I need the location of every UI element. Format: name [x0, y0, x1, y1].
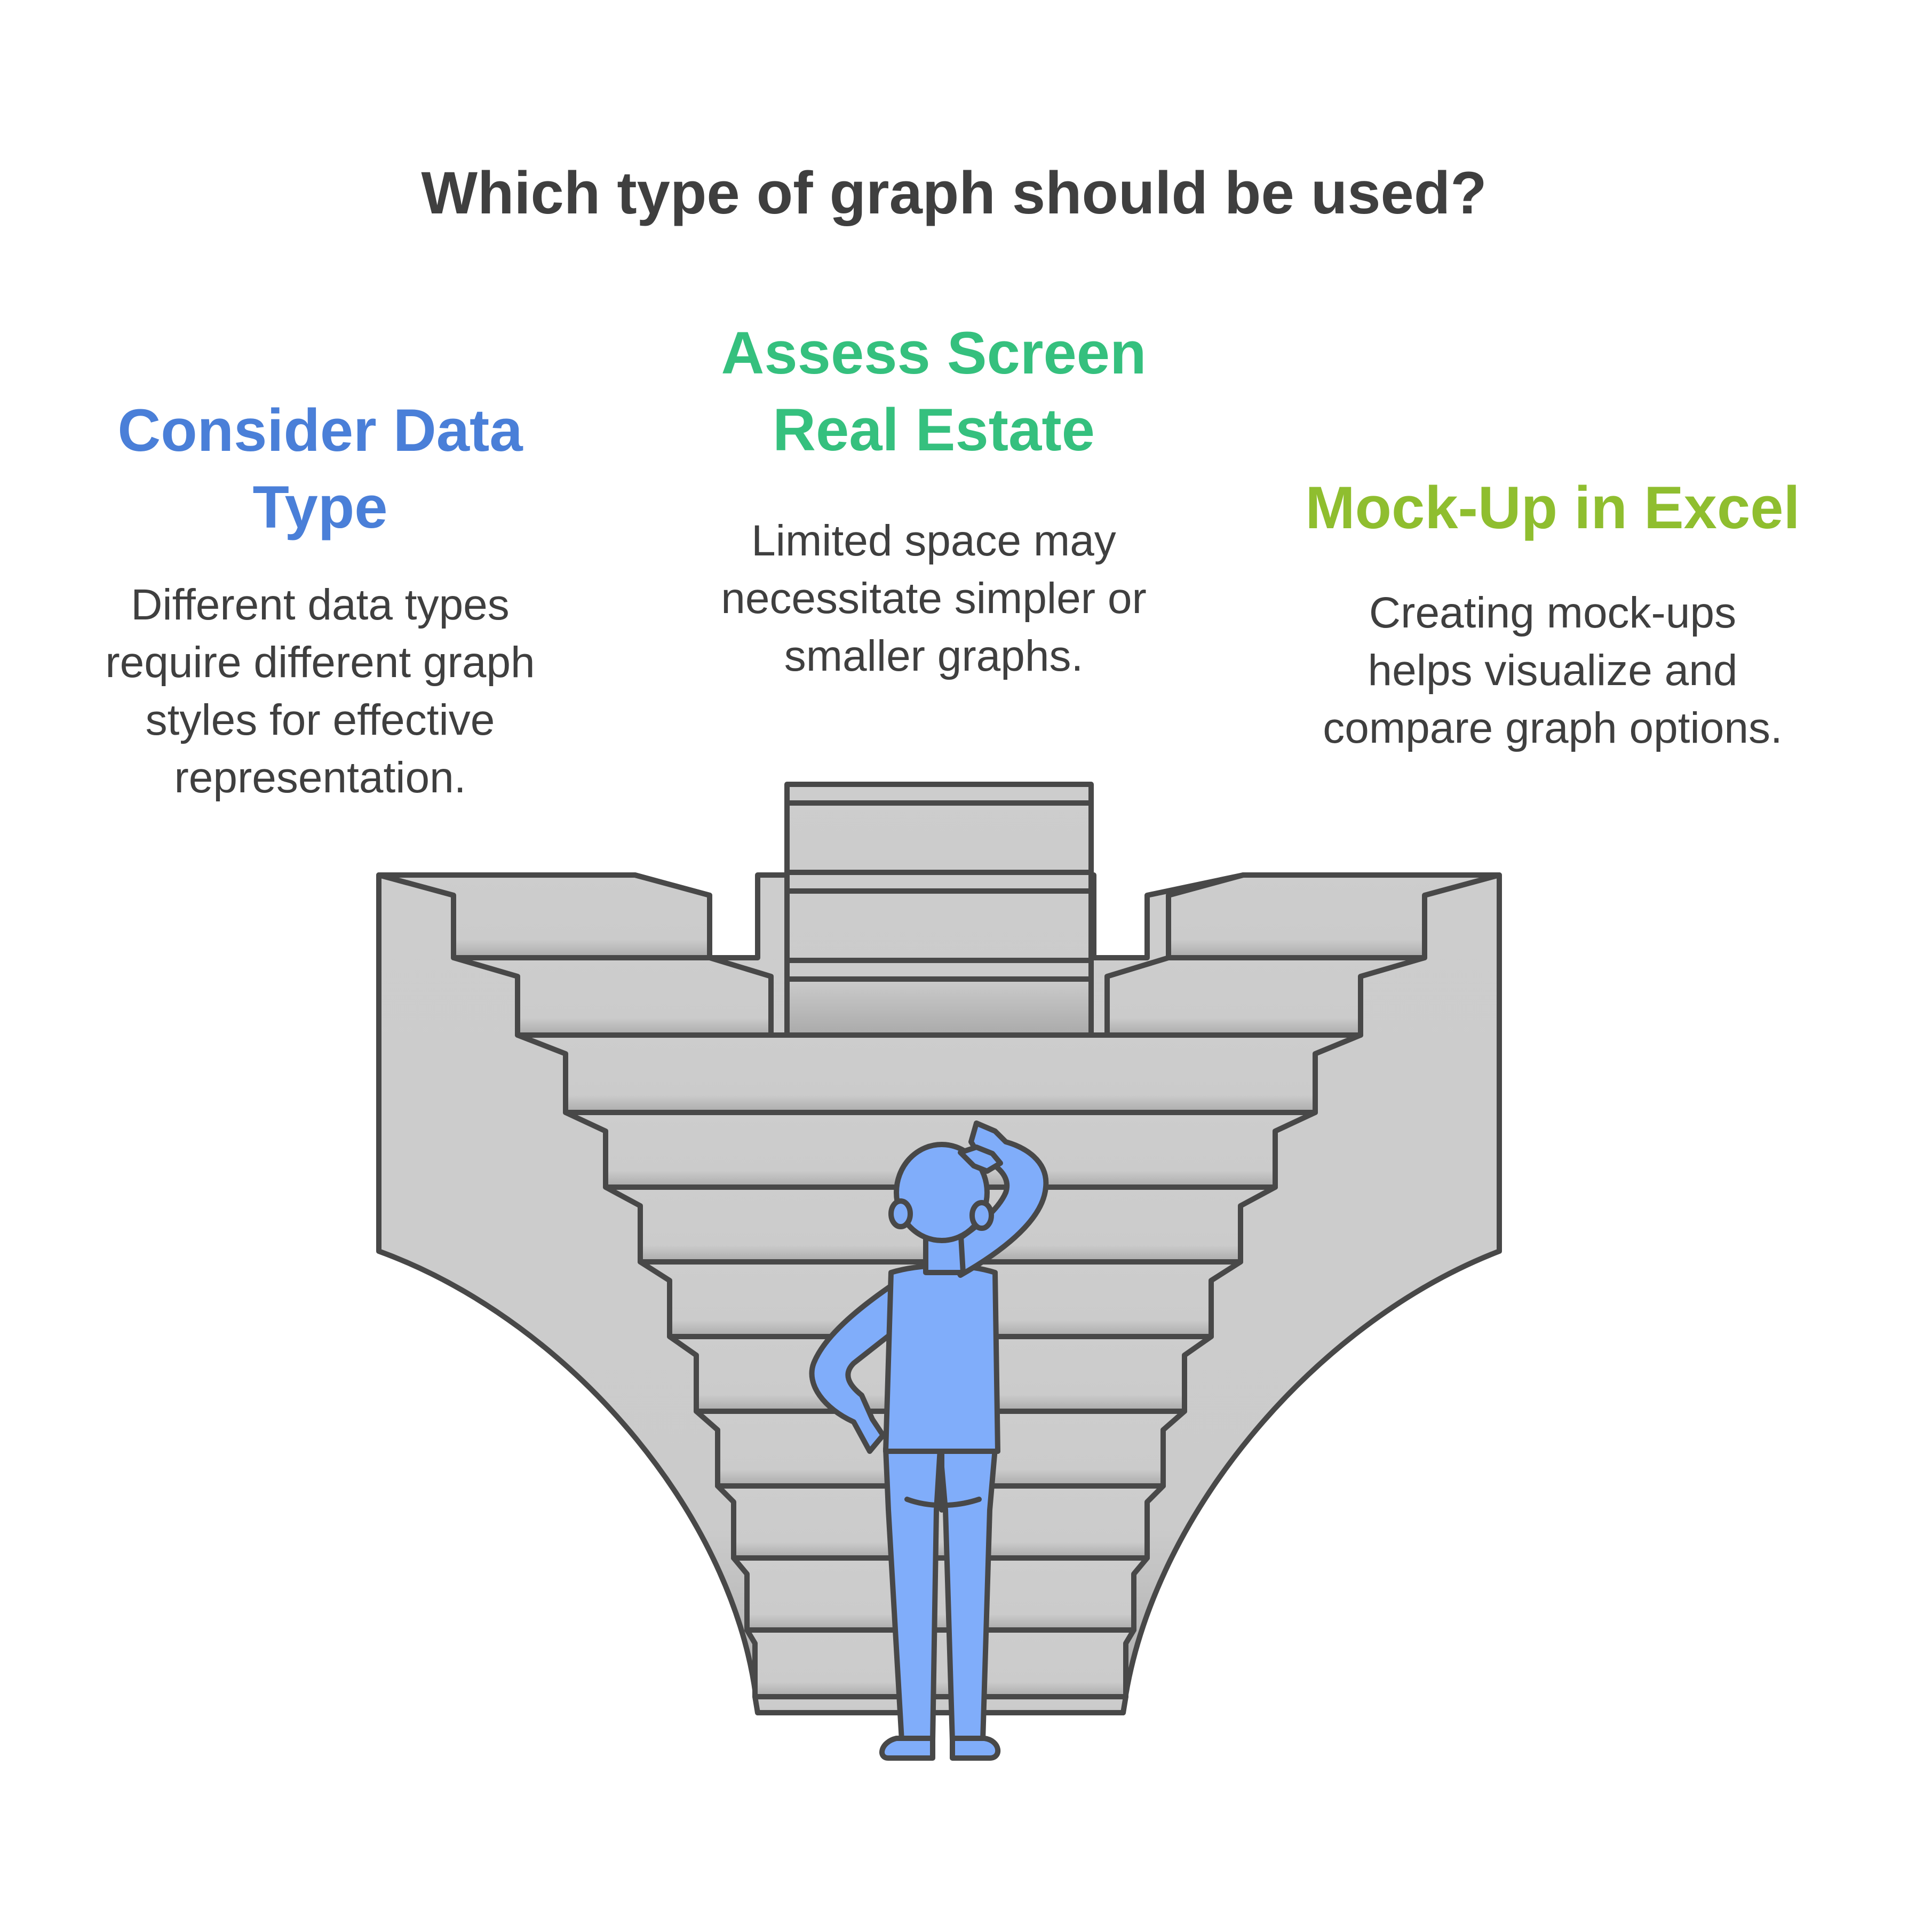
person-ear-right — [969, 1200, 994, 1231]
left-heading: Consider Data Type — [53, 392, 587, 546]
left-description: Different data types require different g… — [53, 576, 587, 807]
left-heading-line-2: Type — [252, 474, 388, 540]
middle-description-line-2: necessitate simpler or — [721, 574, 1147, 623]
person-left-arm — [809, 1283, 894, 1454]
middle-description-line-1: Limited space may — [751, 516, 1116, 565]
middle-description-line-3: smaller graphs. — [784, 632, 1084, 680]
person-ear-left — [888, 1198, 913, 1229]
stair-step-1 — [515, 1032, 1363, 1115]
left-description-line-3: styles for effective — [145, 696, 495, 744]
left-heading-line-1: Consider Data — [117, 397, 523, 464]
left-description-line-2: require different graph — [105, 638, 535, 687]
right-description-line-1: Creating mock-ups — [1369, 589, 1737, 637]
left-description-line-4: representation. — [174, 753, 466, 802]
stair-step-8 — [731, 1555, 1150, 1633]
right-description-line-3: compare graph options. — [1323, 704, 1783, 752]
left-description-line-1: Different data types — [131, 581, 510, 629]
person-figure — [809, 1120, 1049, 1761]
right-description-line-2: helps visualize and — [1368, 646, 1738, 695]
middle-description: Limited space may necessitate simpler or… — [640, 512, 1227, 685]
person-hand-on-head — [958, 1144, 1003, 1174]
person-right-arm — [942, 1120, 1049, 1278]
page-title: Which type of graph should be used? — [421, 160, 1487, 226]
middle-heading-line-2: Real Estate — [773, 396, 1095, 463]
stair-step-10 — [752, 1694, 1128, 1715]
person-torso — [883, 1262, 1000, 1454]
person-left-foot — [879, 1736, 935, 1761]
right-description: Creating mock-ups helps visualize and co… — [1259, 584, 1846, 757]
middle-heading-line-1: Assess Screen — [721, 320, 1147, 386]
middle-heading: Assess Screen Real Estate — [640, 315, 1227, 468]
central-column — [784, 782, 1094, 1038]
stair-step-9 — [744, 1627, 1136, 1699]
right-heading: Mock-Up in Excel — [1259, 470, 1846, 546]
person-head — [894, 1142, 990, 1243]
person-right-foot — [950, 1736, 1001, 1761]
right-heading-line-1: Mock-Up in Excel — [1305, 474, 1800, 541]
